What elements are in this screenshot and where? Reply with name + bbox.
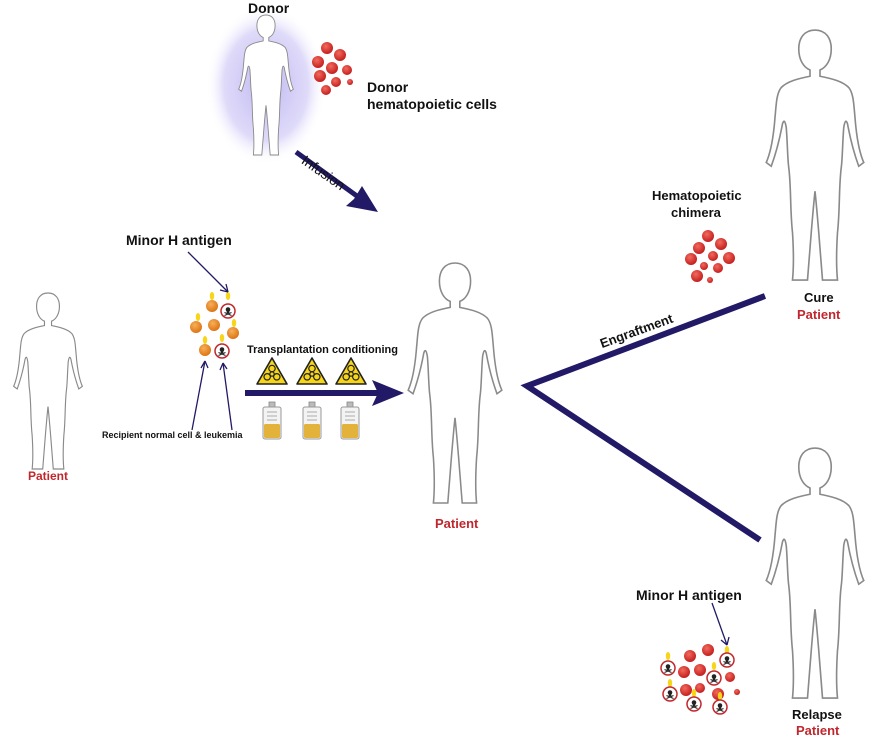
minor-h-antigen-label: Minor H antigen	[126, 232, 232, 248]
cure-patient-figure-icon	[765, 29, 865, 281]
pointer-arrows	[187, 251, 233, 431]
relapse-minor-h-antigen-label: Minor H antigen	[636, 587, 742, 603]
center-patient-figure-icon	[407, 262, 503, 504]
relapse-label: Relapse	[792, 707, 842, 722]
outcome-lines	[520, 293, 767, 543]
center-patient-label: Patient	[435, 516, 479, 531]
relapse-patient-figure-icon	[765, 447, 865, 699]
recipient-figure-icon	[13, 292, 83, 470]
conditioning-arrow	[245, 380, 404, 406]
donor-label: Donor	[248, 0, 290, 16]
infusion-arrow	[294, 149, 378, 212]
donor-cells-label-line1: Donor	[367, 79, 409, 95]
donor-cells	[312, 42, 353, 95]
donor-cells-label-line2: hematopoietic cells	[367, 96, 497, 112]
recipient-cells-label: Recipient normal cell & leukemia	[102, 430, 243, 440]
iv-bag-icon	[262, 401, 360, 440]
relapse-cells	[660, 644, 740, 715]
recipient-patient-label: Patient	[28, 469, 69, 483]
chimera-cells	[685, 230, 735, 283]
relapse-pointer	[711, 602, 730, 646]
donor-group	[206, 5, 353, 165]
conditioning-label: Transplantation conditioning	[247, 344, 398, 356]
chimera-label-line2: chimera	[671, 205, 721, 220]
recipient-cells	[190, 292, 239, 359]
biohazard-icon	[256, 357, 367, 385]
cure-label: Cure	[804, 290, 834, 305]
cure-patient-label: Patient	[797, 307, 841, 322]
chimera-label-line1: Hematopoietic	[652, 188, 742, 203]
relapse-patient-label: Patient	[796, 723, 840, 738]
